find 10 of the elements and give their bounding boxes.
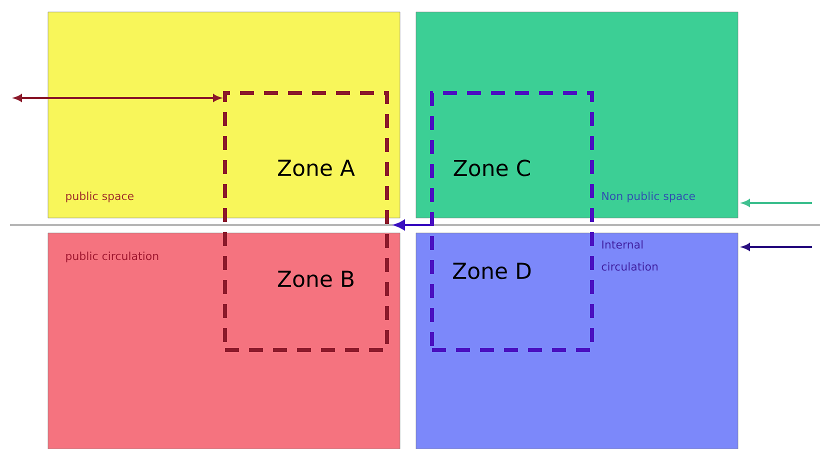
zone-label: Zone A (278, 160, 355, 176)
dashed-zone-outline (223, 91, 389, 352)
zone-label: Zone C (454, 160, 530, 176)
zone-label: Zone B (278, 270, 354, 288)
arrow (394, 220, 430, 230)
arrow (14, 94, 221, 102)
dashed-zone-outline (430, 91, 594, 352)
arrow (742, 243, 812, 251)
zone-label: Zone D (453, 262, 531, 280)
arrow (742, 199, 812, 207)
